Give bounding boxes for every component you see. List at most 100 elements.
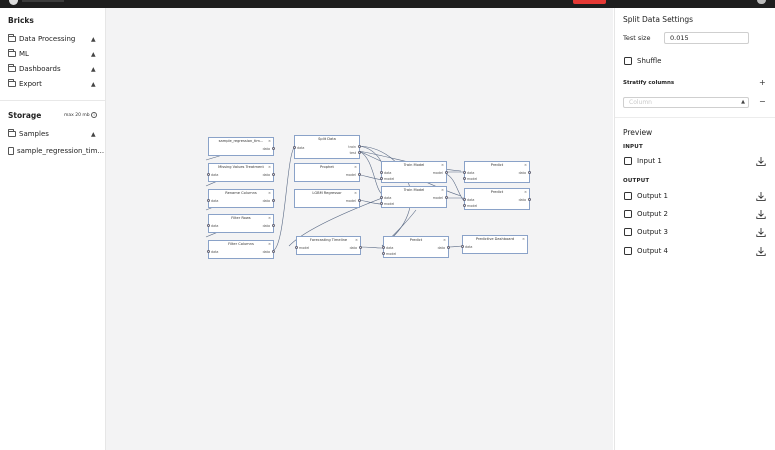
storage-limit-label: max 20 mb: [64, 113, 90, 118]
chevron-up-icon[interactable]: ▲: [91, 65, 96, 73]
node-title: Predict: [490, 163, 504, 167]
port-dot[interactable]: [461, 245, 464, 248]
remove-column-icon[interactable]: −: [759, 97, 766, 106]
sidebar-group-data-processing[interactable]: Data Processing ▲: [0, 32, 106, 46]
shuffle-checkbox[interactable]: [624, 57, 632, 65]
port-dot[interactable]: [447, 246, 450, 249]
close-icon[interactable]: ×: [267, 216, 271, 220]
node-train-model-1[interactable]: Train Model × data model model: [380, 161, 448, 183]
sidebar-group-ml[interactable]: ML ▲: [0, 47, 106, 61]
port-dot[interactable]: [380, 202, 383, 205]
port-dot[interactable]: [358, 151, 361, 154]
pipeline-links: [205, 145, 466, 252]
port-dot[interactable]: [272, 199, 275, 202]
node-lgbm-regressor[interactable]: LGBM Regressor × model: [294, 189, 361, 208]
port-dot[interactable]: [272, 250, 275, 253]
close-icon[interactable]: ×: [440, 163, 444, 167]
download-icon[interactable]: [756, 210, 766, 219]
node-split-data[interactable]: Split Data data train test: [293, 135, 361, 159]
node-predictive-dashboard[interactable]: Predictive Dashboard × data: [461, 235, 528, 254]
port-dot[interactable]: [380, 177, 383, 180]
chevron-up-icon[interactable]: ▲: [91, 130, 96, 138]
port-dot[interactable]: [272, 224, 275, 227]
close-icon[interactable]: ×: [267, 139, 271, 143]
port-dot[interactable]: [207, 173, 210, 176]
chevron-up-icon[interactable]: ▲: [91, 35, 96, 43]
node-missing-values[interactable]: Missing Values Treatment × data data: [207, 163, 275, 182]
port-dot[interactable]: [272, 173, 275, 176]
output-1-checkbox[interactable]: [624, 192, 632, 200]
close-icon[interactable]: ×: [440, 188, 444, 192]
close-icon[interactable]: ×: [521, 237, 525, 241]
node-sample-dataset[interactable]: sample_regression_tim... × data: [208, 137, 275, 156]
node-train-model-2[interactable]: Train Model × data model model: [380, 186, 448, 208]
port-dot[interactable]: [359, 246, 362, 249]
port-dot[interactable]: [528, 198, 531, 201]
close-icon[interactable]: ×: [353, 191, 357, 195]
sidebar-group-dashboards[interactable]: Dashboards ▲: [0, 62, 106, 76]
output-3-checkbox[interactable]: [624, 228, 632, 236]
download-icon[interactable]: [756, 157, 766, 166]
link: [271, 145, 297, 252]
port-dot[interactable]: [207, 250, 210, 253]
port-dot[interactable]: [382, 252, 385, 255]
port-dot[interactable]: [358, 145, 361, 148]
node-title: Predictive Dashboard: [475, 237, 515, 241]
add-column-icon[interactable]: +: [759, 78, 766, 87]
port-dot[interactable]: [293, 146, 296, 149]
close-icon[interactable]: ×: [267, 165, 271, 169]
pipeline-canvas[interactable]: sample_regression_tim... × data Missing …: [106, 8, 613, 450]
close-icon[interactable]: ×: [354, 238, 358, 242]
port-dot[interactable]: [445, 196, 448, 199]
node-title: Prophet: [320, 165, 334, 169]
port-dot[interactable]: [380, 196, 383, 199]
node-predict-1[interactable]: Predict × data model data: [463, 161, 531, 183]
port-dot[interactable]: [207, 199, 210, 202]
sidebar-group-label: Export: [19, 80, 42, 88]
port-dot[interactable]: [272, 147, 275, 150]
port-dot[interactable]: [528, 171, 531, 174]
port-dot[interactable]: [295, 246, 298, 249]
output-2-checkbox[interactable]: [624, 210, 632, 218]
node-predict-3[interactable]: Predict × data model data: [382, 236, 450, 258]
chevron-up-icon[interactable]: ▲: [91, 50, 96, 58]
info-icon[interactable]: i: [91, 112, 97, 118]
app-logo-icon[interactable]: [9, 0, 18, 5]
close-icon[interactable]: ×: [523, 163, 527, 167]
download-icon[interactable]: [756, 228, 766, 237]
node-forecasting-timeline[interactable]: Forecasting Timeline × model data: [295, 236, 362, 255]
sidebar-group-export[interactable]: Export ▲: [0, 77, 106, 91]
close-icon[interactable]: ×: [267, 191, 271, 195]
close-icon[interactable]: ×: [523, 190, 527, 194]
download-icon[interactable]: [756, 247, 766, 256]
port-dot[interactable]: [382, 246, 385, 249]
node-predict-2[interactable]: Predict × data model data: [463, 188, 531, 210]
port-dot[interactable]: [380, 171, 383, 174]
close-icon[interactable]: ×: [267, 242, 271, 246]
column-select[interactable]: Column ▲: [623, 97, 749, 108]
node-prophet[interactable]: Prophet × model: [294, 163, 361, 182]
port-dot[interactable]: [463, 177, 466, 180]
node-filter-columns[interactable]: Filter Columns × data data: [207, 240, 275, 259]
port-dot[interactable]: [463, 171, 466, 174]
input-1-checkbox[interactable]: [624, 157, 632, 165]
sidebar-group-samples[interactable]: Samples ▲: [0, 127, 106, 141]
output-4-checkbox[interactable]: [624, 247, 632, 255]
sidebar-file-item[interactable]: sample_regression_tim...: [0, 144, 106, 158]
port-dot[interactable]: [445, 171, 448, 174]
user-avatar-icon[interactable]: [757, 0, 766, 4]
chevron-up-icon[interactable]: ▲: [91, 80, 96, 88]
port-dot[interactable]: [358, 199, 361, 202]
top-action-button[interactable]: [573, 0, 606, 4]
test-size-input[interactable]: 0.015: [664, 32, 749, 44]
port-dot[interactable]: [207, 224, 210, 227]
link: [358, 150, 383, 195]
node-rename-columns[interactable]: Rename Columns × data data: [207, 189, 275, 208]
close-icon[interactable]: ×: [353, 165, 357, 169]
close-icon[interactable]: ×: [442, 238, 446, 242]
node-filter-rows[interactable]: Filter Rows × data data: [207, 214, 275, 233]
download-icon[interactable]: [756, 192, 766, 201]
port-dot[interactable]: [358, 173, 361, 176]
port-dot[interactable]: [463, 204, 466, 207]
port-dot[interactable]: [463, 198, 466, 201]
